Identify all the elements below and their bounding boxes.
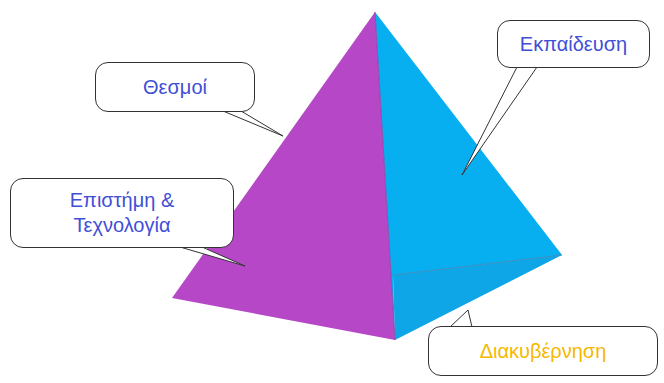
callout-bubble: Εκπαίδευση	[497, 20, 650, 68]
callout-text: Εκπαίδευση	[520, 32, 627, 57]
callout-tail	[450, 310, 472, 327]
callout-bubble: Θεσμοί	[95, 62, 255, 112]
callout-text: Διακυβέρνηση	[480, 339, 607, 364]
edge-line	[393, 255, 562, 275]
callout-tail	[462, 67, 537, 175]
callout-text: Επιστήμη & Τεχνολογία	[22, 188, 222, 238]
callout-tail	[223, 111, 283, 136]
callout-text: Θεσμοί	[143, 75, 207, 100]
callout-bubble: Επιστήμη & Τεχνολογία	[10, 178, 234, 248]
edge-line	[375, 12, 395, 340]
callout-bubble: Διακυβέρνηση	[428, 326, 658, 376]
callout-tail	[180, 247, 245, 266]
